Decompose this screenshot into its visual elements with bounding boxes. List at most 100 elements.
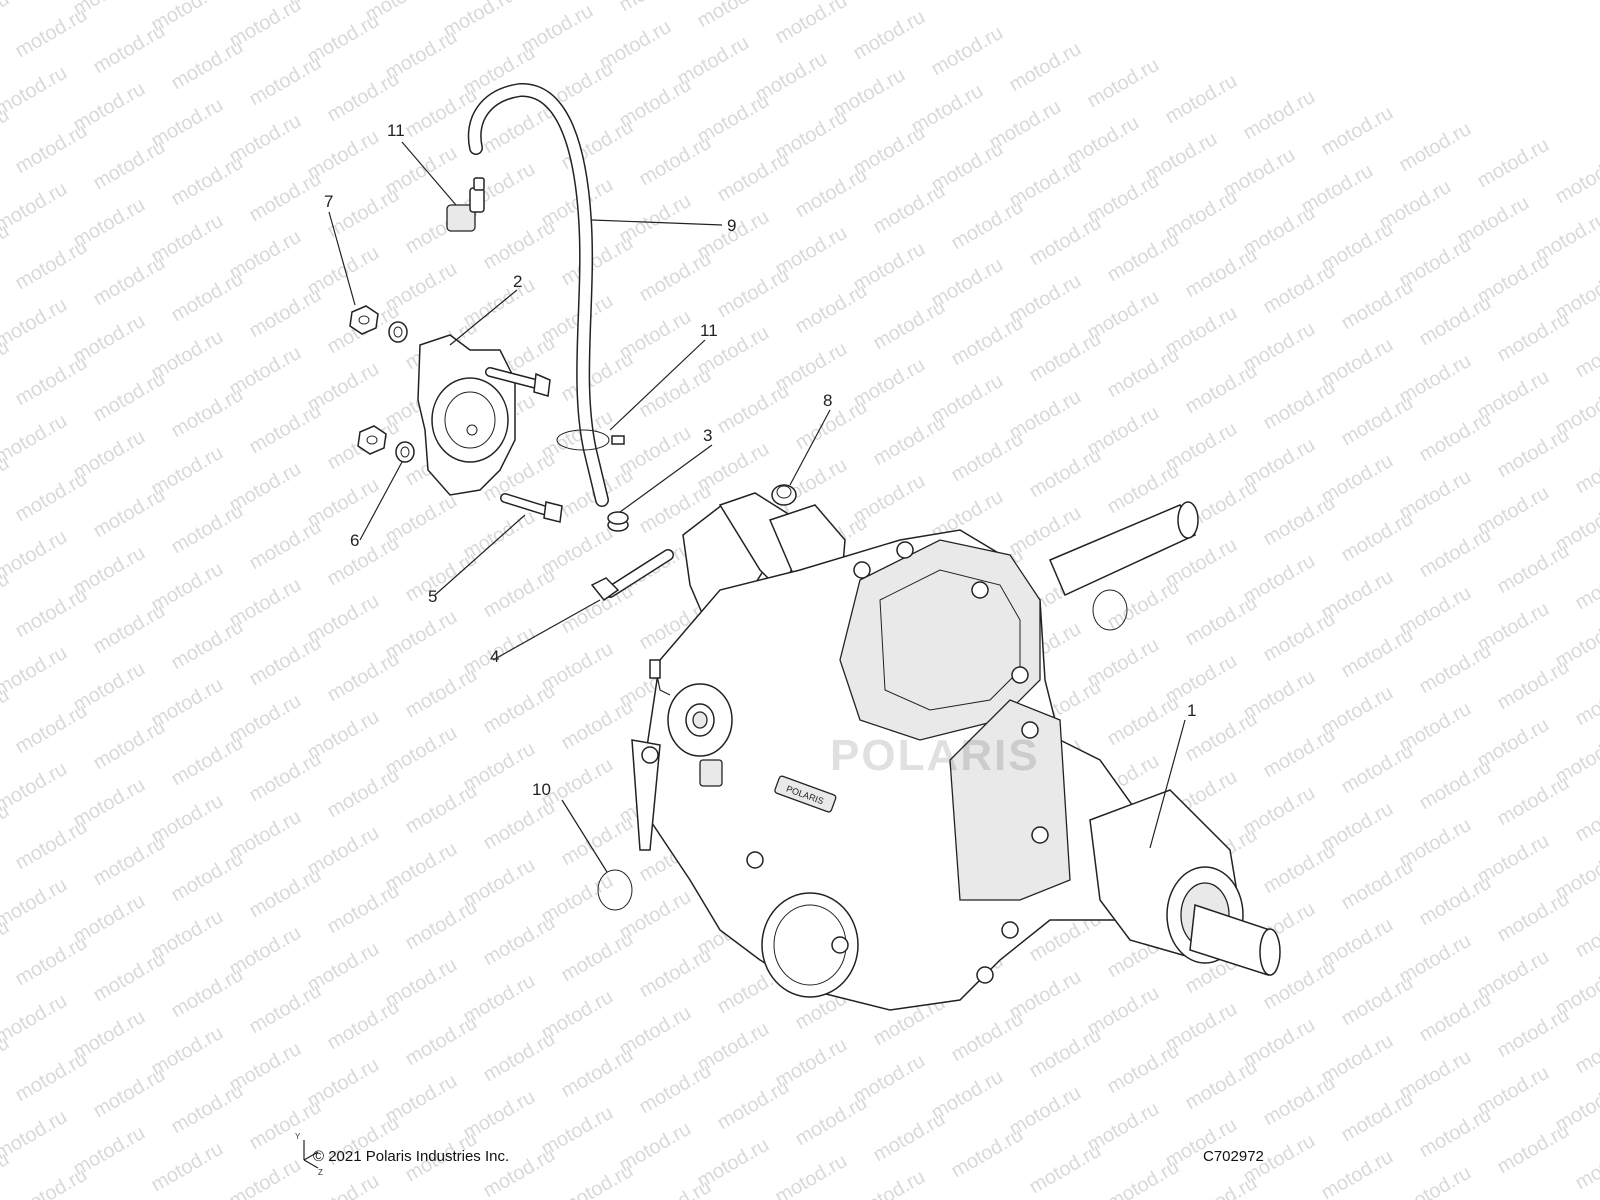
callout-9: 9 — [727, 216, 736, 235]
watermark-text: motod.ru — [1338, 508, 1417, 567]
watermark-text: motod.ru — [714, 264, 793, 323]
watermark-text: motod.ru — [246, 864, 325, 923]
watermark-text: motod.ru — [1260, 1072, 1339, 1131]
watermark-text: motod.ru — [772, 0, 851, 48]
callout-2: 2 — [513, 272, 522, 291]
watermark-text: motod.ru — [246, 748, 325, 807]
watermark-text: motod.ru — [1260, 260, 1339, 319]
watermark-text: motod.ru — [948, 1124, 1027, 1183]
watermark-text: motod.ru — [12, 1164, 91, 1200]
watermark-text: motod.ru — [324, 996, 403, 1055]
watermark-text: motod.ru — [1494, 424, 1573, 483]
watermark-text: motod.ru — [90, 716, 169, 775]
watermark-text: motod.ru — [402, 780, 481, 839]
watermark-text: motod.ru — [1338, 740, 1417, 799]
nut-lower — [357, 425, 387, 455]
watermark-text: motod.ru — [1494, 308, 1573, 367]
watermark-text: motod.ru — [636, 364, 715, 423]
watermark-text: motod.ru — [1494, 772, 1573, 831]
housing-bolt-head — [1031, 826, 1049, 844]
bolt-5 — [500, 493, 563, 523]
watermark-text: motod.ru — [870, 296, 949, 355]
watermark-text: motod.ru — [12, 236, 91, 295]
watermark-text: motod.ru — [1494, 1120, 1573, 1179]
watermark-text: motod.ru — [90, 252, 169, 311]
watermark-text: motod.ru — [558, 812, 637, 871]
vent-hose — [467, 83, 629, 532]
watermark-text: motod.ru — [1318, 102, 1397, 161]
watermark-text: motod.ru — [168, 268, 247, 327]
watermark-text: motod.ru — [1338, 276, 1417, 335]
watermark-text: motod.ru — [324, 764, 403, 823]
watermark-text: motod.ru — [1572, 556, 1600, 615]
watermark-text: motod.ru — [1026, 212, 1105, 271]
housing-bolt-head — [971, 581, 989, 599]
watermark-text: motod.ru — [792, 164, 871, 223]
nut-7 — [349, 305, 379, 335]
watermark-text: motod.ru — [870, 412, 949, 471]
watermark-text: motod.ru — [1416, 988, 1495, 1047]
housing-bolt-head — [976, 966, 994, 984]
watermark-text: motod.ru — [948, 1008, 1027, 1067]
transmission-assembly: POLARIS — [631, 492, 1281, 1011]
callout-7: 7 — [324, 192, 333, 211]
watermark-text: motod.ru — [1026, 1140, 1105, 1199]
watermark-text: motod.ru — [168, 36, 247, 95]
watermark-text: motod.ru — [1260, 376, 1339, 435]
watermark-text: motod.ru — [1260, 724, 1339, 783]
watermark-text: motod.ru — [1572, 324, 1600, 383]
callout-8: 8 — [823, 391, 832, 410]
watermark-text: motod.ru — [850, 1166, 929, 1200]
watermark-text: motod.ru — [148, 1138, 227, 1197]
bolt-4 — [590, 549, 674, 602]
watermark-text: motod.ru — [0, 526, 71, 585]
drawing-number: C702972 — [1203, 1148, 1264, 1165]
watermark-text: motod.ru — [246, 980, 325, 1039]
watermark-text: motod.ru — [694, 0, 773, 32]
watermark-text: motod.ru — [0, 178, 71, 237]
housing-bolt-head — [853, 561, 871, 579]
watermark-text: motod.ru — [792, 280, 871, 339]
washer-upper — [388, 321, 408, 343]
watermark-text: motod.ru — [1338, 392, 1417, 451]
watermark-text: motod.ru — [1084, 54, 1163, 113]
callout-10: 10 — [532, 780, 551, 799]
watermark-text: motod.ru — [1396, 1162, 1475, 1200]
watermark-text: motod.ru — [324, 880, 403, 939]
watermark-text: motod.ru — [1182, 592, 1261, 651]
watermark-text: motod.ru — [0, 990, 71, 1049]
callout-11-fitting: 11 — [387, 121, 405, 140]
watermark-logo: POLARIS — [830, 731, 1040, 780]
watermark-text: motod.ru — [402, 1012, 481, 1071]
watermark-text: motod.ru — [1416, 524, 1495, 583]
watermark-text: motod.ru — [12, 700, 91, 759]
housing-bolt-head — [641, 746, 659, 764]
watermark-text: motod.ru — [246, 400, 325, 459]
watermark-text: motod.ru — [1396, 118, 1475, 177]
watermark-text: motod.ru — [402, 664, 481, 723]
watermark-text: motod.ru — [636, 944, 715, 1003]
watermark-text: motod.ru — [480, 564, 559, 623]
watermark-text: motod.ru — [1182, 360, 1261, 419]
watermark-text: motod.ru — [1416, 756, 1495, 815]
watermark-text: motod.ru — [246, 168, 325, 227]
hose-fitting — [446, 177, 485, 232]
watermark-text: motod.ru — [714, 380, 793, 439]
housing-bolt-head — [1001, 921, 1019, 939]
watermark-text: motod.ru — [948, 196, 1027, 255]
watermark-text: motod.ru — [1494, 888, 1573, 947]
o-ring-10 — [597, 869, 633, 911]
watermark-text: motod.ru — [1494, 656, 1573, 715]
watermark-text: motod.ru — [480, 216, 559, 275]
watermark-text: motod.ru — [246, 52, 325, 111]
watermark-text: motod.ru — [90, 484, 169, 543]
watermark-text: motod.ru — [1240, 86, 1319, 145]
axis-triad-icon — [303, 1140, 319, 1169]
watermark-text: motod.ru — [0, 874, 71, 933]
watermark-text: motod.ru — [928, 22, 1007, 81]
watermark-text: motod.ru — [870, 1108, 949, 1167]
watermark-text: motod.ru — [1318, 1146, 1397, 1200]
watermark-text: motod.ru — [714, 148, 793, 207]
watermark-text: motod.ru — [636, 248, 715, 307]
